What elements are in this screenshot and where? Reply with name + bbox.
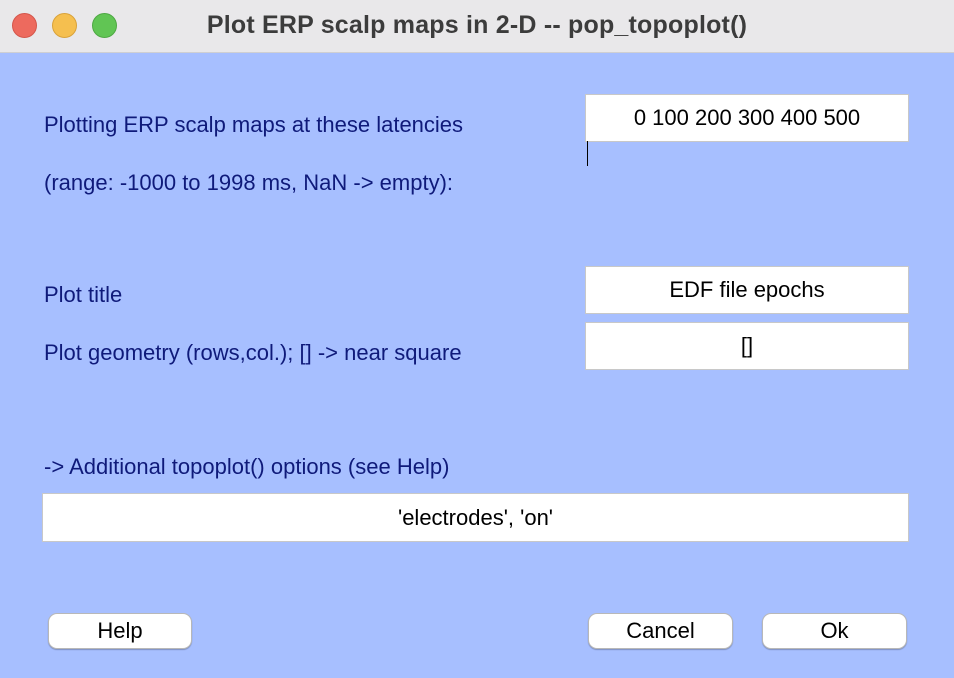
latencies-range-note: (range: -1000 to 1998 ms, NaN -> empty): bbox=[44, 170, 454, 195]
latencies-input[interactable]: 0 100 200 300 400 500 bbox=[585, 94, 909, 166]
maximize-window-button[interactable] bbox=[92, 13, 117, 38]
plot-title-input[interactable]: EDF file epochs bbox=[585, 266, 909, 314]
close-window-button[interactable] bbox=[12, 13, 37, 38]
text-caret bbox=[587, 141, 588, 166]
window-title: Plot ERP scalp maps in 2-D -- pop_topopl… bbox=[206, 11, 748, 39]
minimize-window-button[interactable] bbox=[52, 13, 77, 38]
latencies-input-value: 0 100 200 300 400 500 bbox=[633, 105, 861, 130]
plot-title-label: Plot title bbox=[44, 282, 123, 307]
title-bar: Plot ERP scalp maps in 2-D -- pop_topopl… bbox=[0, 0, 954, 53]
plot-geometry-input[interactable]: [] bbox=[585, 322, 909, 370]
cancel-button[interactable]: Cancel bbox=[588, 613, 733, 649]
options-label: -> Additional topoplot() options (see He… bbox=[44, 454, 450, 479]
ok-button[interactable]: Ok bbox=[762, 613, 907, 649]
plot-geometry-label: Plot geometry (rows,col.); [] -> near sq… bbox=[44, 340, 462, 365]
latencies-label: Plotting ERP scalp maps at these latenci… bbox=[44, 112, 464, 137]
help-button[interactable]: Help bbox=[48, 613, 192, 649]
options-input[interactable]: 'electrodes', 'on' bbox=[42, 493, 909, 542]
